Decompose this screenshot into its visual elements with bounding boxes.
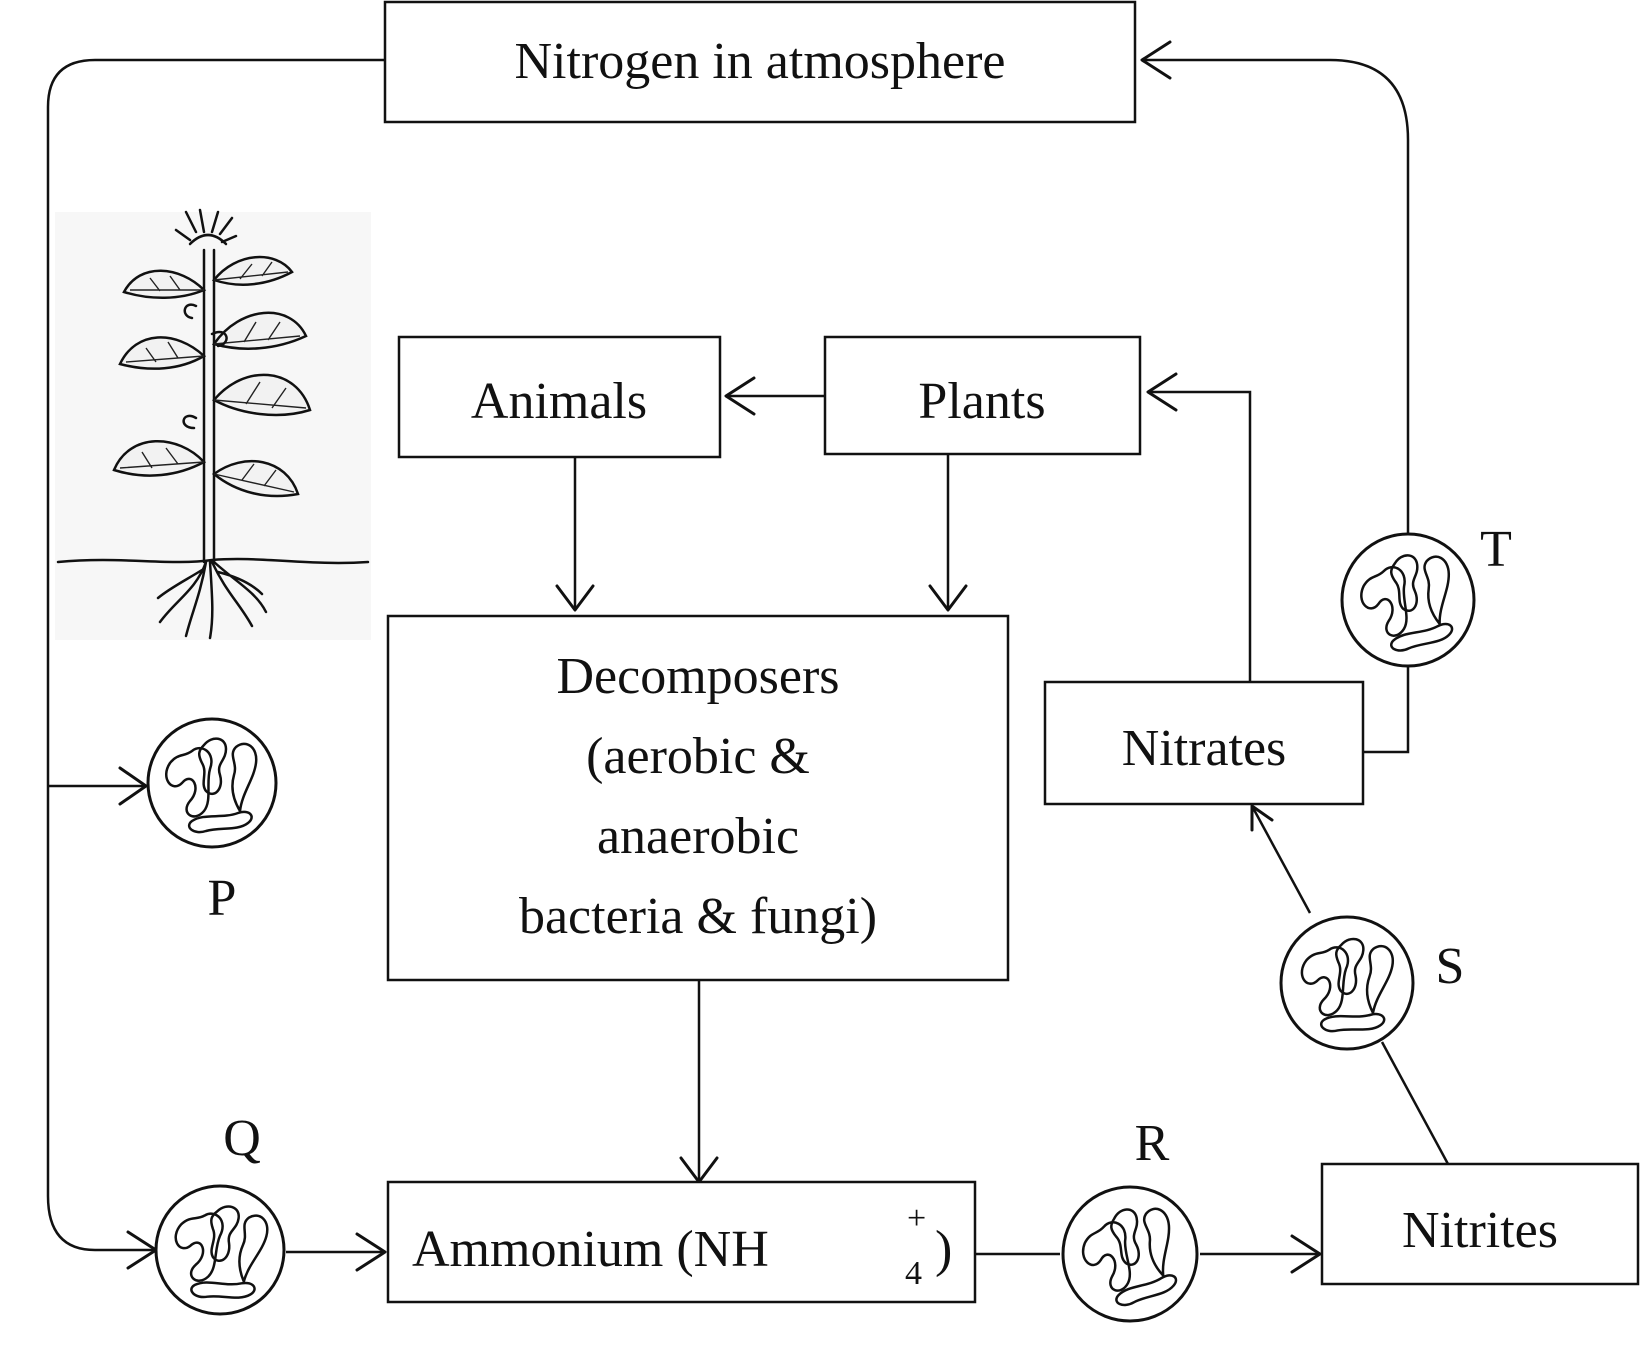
plants-box: Plants bbox=[823, 335, 1142, 456]
atmosphere-label: Nitrogen in atmosphere bbox=[515, 33, 1006, 90]
bacteria-label-q: Q bbox=[223, 1110, 261, 1167]
bacteria-icon bbox=[146, 717, 278, 849]
bacteria-t: T bbox=[1340, 521, 1512, 668]
plant-icon bbox=[55, 208, 371, 640]
nitrites-box: Nitrites bbox=[1320, 1162, 1640, 1286]
bacteria-label-s: S bbox=[1436, 938, 1465, 995]
bacteria-icon bbox=[1279, 915, 1415, 1051]
ammonium-label: Ammonium (NH bbox=[412, 1221, 769, 1278]
bacteria-s: S bbox=[1279, 915, 1465, 1051]
nitrates-label: Nitrates bbox=[1122, 720, 1287, 777]
ammonium-box: Ammonium (NH + 4 ) bbox=[386, 1180, 977, 1304]
nitrates-box: Nitrates bbox=[1043, 680, 1365, 806]
decomposers-line-2: (aerobic & bbox=[586, 728, 810, 785]
bacteria-icon bbox=[1061, 1185, 1199, 1323]
nitrites-label: Nitrites bbox=[1402, 1202, 1558, 1259]
decomposers-line-1: Decomposers bbox=[556, 648, 839, 705]
decomposers-line-4: bacteria & fungi) bbox=[519, 888, 877, 945]
decomposers-line-3: anaerobic bbox=[597, 808, 799, 865]
bacteria-q: Q bbox=[154, 1110, 286, 1316]
animals-label: Animals bbox=[471, 373, 647, 430]
animals-box: Animals bbox=[397, 335, 722, 459]
ammonium-subscript: 4 bbox=[905, 1255, 922, 1292]
bacteria-icon bbox=[154, 1184, 286, 1316]
bacteria-r: R bbox=[1061, 1115, 1199, 1323]
atmosphere-box: Nitrogen in atmosphere bbox=[383, 0, 1137, 124]
ammonium-superscript: + bbox=[907, 1200, 926, 1237]
ammonium-text: Ammonium (NH bbox=[412, 1221, 769, 1278]
bacteria-label-t: T bbox=[1480, 521, 1512, 578]
decomposers-box: Decomposers (aerobic & anaerobic bacteri… bbox=[386, 614, 1010, 982]
bacteria-label-p: P bbox=[208, 870, 237, 927]
bacteria-icon bbox=[1340, 532, 1476, 668]
plants-label: Plants bbox=[918, 373, 1045, 430]
ammonium-close-paren: ) bbox=[935, 1221, 952, 1278]
bacteria-p: P bbox=[146, 717, 278, 927]
bacteria-label-r: R bbox=[1135, 1115, 1170, 1172]
